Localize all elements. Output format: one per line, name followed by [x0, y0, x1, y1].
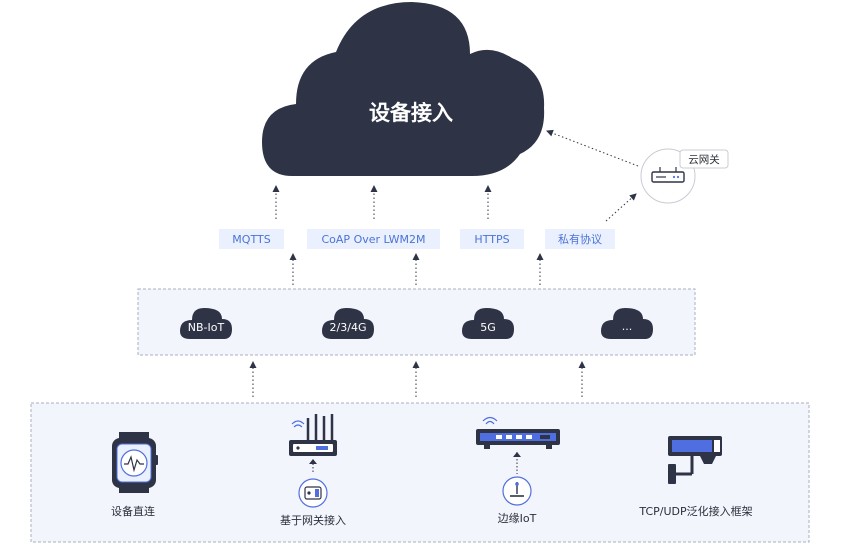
edge-switch-icon	[476, 416, 560, 474]
sensor-icon	[298, 478, 328, 508]
device-direct: 设备直连	[111, 432, 158, 518]
protocol-label: MQTTS	[232, 233, 270, 246]
security-camera-icon	[668, 436, 722, 484]
device-label: 边缘IoT	[498, 512, 537, 525]
network-label: ...	[622, 320, 633, 333]
device-label: 基于网关接入	[280, 513, 346, 527]
devices-panel: 设备直连 基	[30, 402, 810, 543]
network-label: 2/3/4G	[330, 321, 367, 334]
network-cloud-more: ...	[601, 308, 653, 339]
device-label: 设备直连	[111, 504, 155, 518]
wifi-router-icon	[289, 414, 337, 474]
cloud-gateway: 云网关	[640, 148, 729, 204]
protocol-label: HTTPS	[474, 233, 509, 246]
arrow-gateway-to-cloud	[546, 129, 639, 167]
device-label: TCP/UDP泛化接入框架	[638, 504, 752, 518]
protocol-label: 私有协议	[558, 232, 602, 246]
device-gateway: 基于网关接入	[280, 414, 346, 527]
protocol-label: CoAP Over LWM2M	[322, 233, 426, 246]
protocol-private: 私有协议	[545, 229, 615, 249]
smartwatch-icon	[112, 432, 158, 493]
network-label: NB-IoT	[188, 321, 225, 334]
protocol-coap: CoAP Over LWM2M	[307, 229, 440, 249]
cloud-gateway-label: 云网关	[688, 153, 720, 166]
device-tcp-udp: TCP/UDP泛化接入框架	[638, 436, 753, 518]
network-label: 5G	[480, 321, 496, 334]
network-cloud-234g: 2/3/4G	[322, 308, 374, 339]
network-cloud-nbiot: NB-IoT	[180, 308, 232, 339]
protocol-https: HTTPS	[460, 229, 524, 249]
sensor-icon	[502, 476, 532, 506]
cloud-title: 设备接入	[369, 101, 453, 125]
device-access-cloud: 设备接入	[262, 2, 545, 176]
protocol-mqtts: MQTTS	[219, 229, 284, 249]
arrow-private-to-gateway	[605, 193, 637, 222]
network-panel: NB-IoT 2/3/4G 5G ...	[137, 288, 696, 356]
network-cloud-5g: 5G	[462, 308, 514, 339]
device-edge: 边缘IoT	[476, 416, 560, 525]
router-icon	[651, 167, 685, 183]
